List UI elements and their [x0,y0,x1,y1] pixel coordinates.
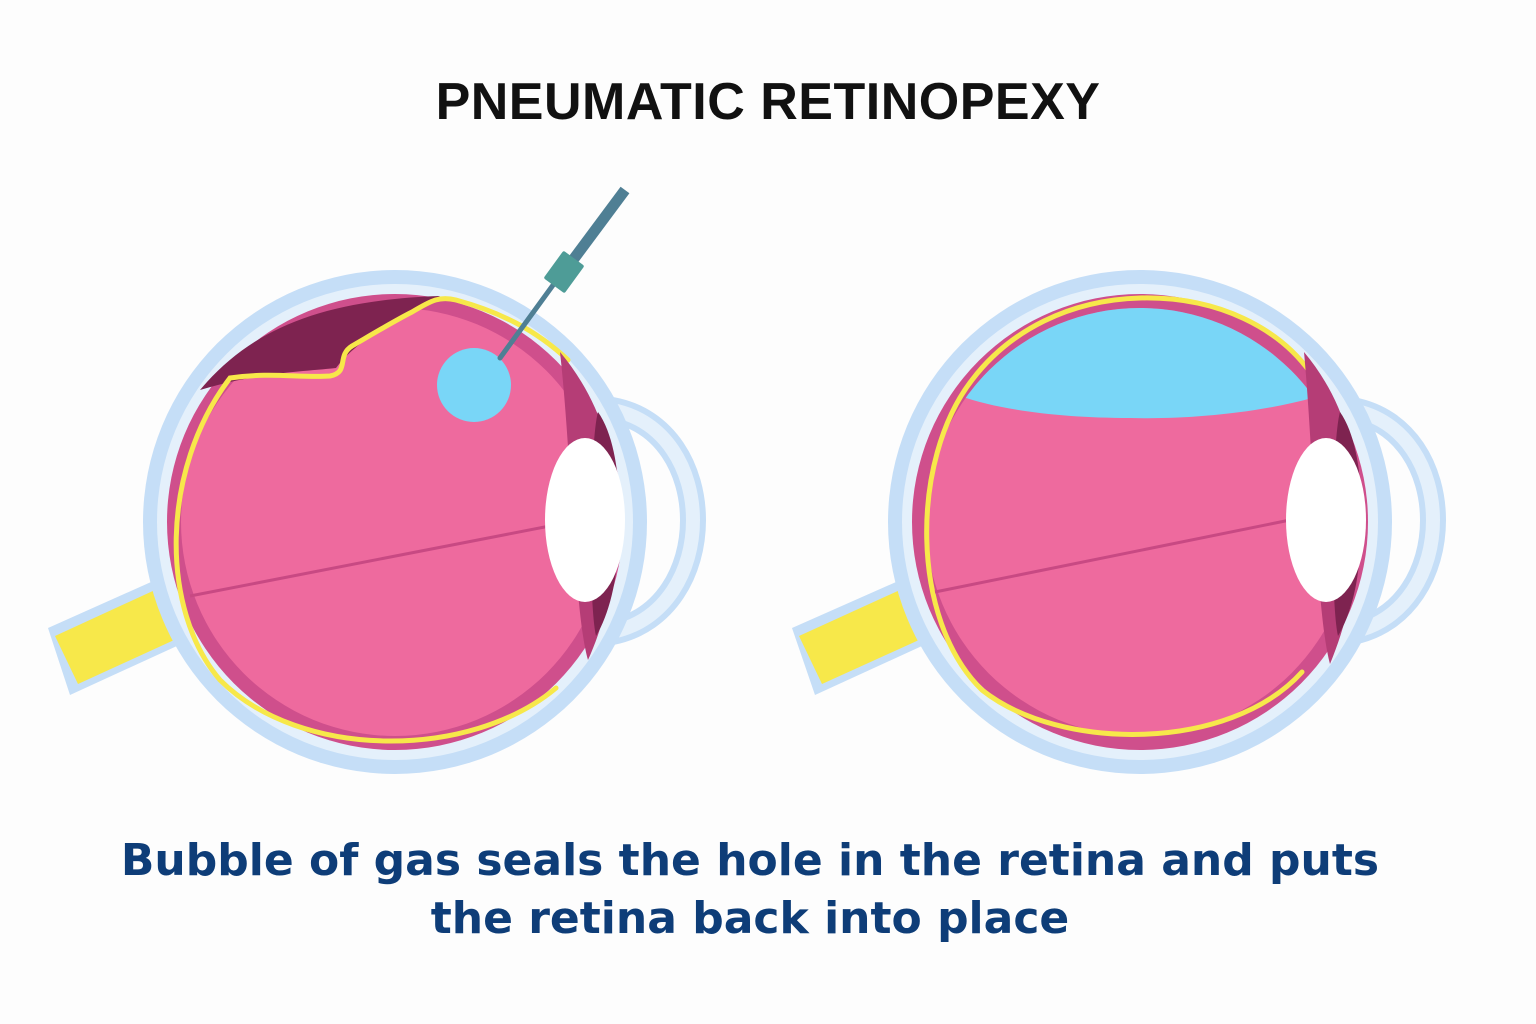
vitreous [181,308,609,736]
vitreous [926,308,1354,736]
visual-axis [934,516,1301,594]
needle-barrel [565,186,630,268]
syringe-needle-icon [497,186,630,361]
lens [1286,438,1366,602]
eye-reattached-retina-icon [792,270,1446,774]
visual-axis [189,522,561,598]
gas-bubble-icon [437,348,511,422]
retina [924,295,1313,737]
cornea-inner [1345,403,1440,639]
lens [545,438,625,602]
caption-line-2: the retina back into place [430,893,1070,944]
retina [173,296,571,744]
cornea-inner [605,403,700,639]
eye-detached-retina-icon [48,186,706,774]
caption-line-1: Bubble of gas seals the hole in the reti… [120,835,1380,886]
caption: Bubble of gas seals the hole in the reti… [100,832,1400,948]
detached-pocket [200,296,440,390]
page-title: PNEUMATIC RETINOPEXY [435,73,1101,131]
needle-hub [544,251,584,293]
